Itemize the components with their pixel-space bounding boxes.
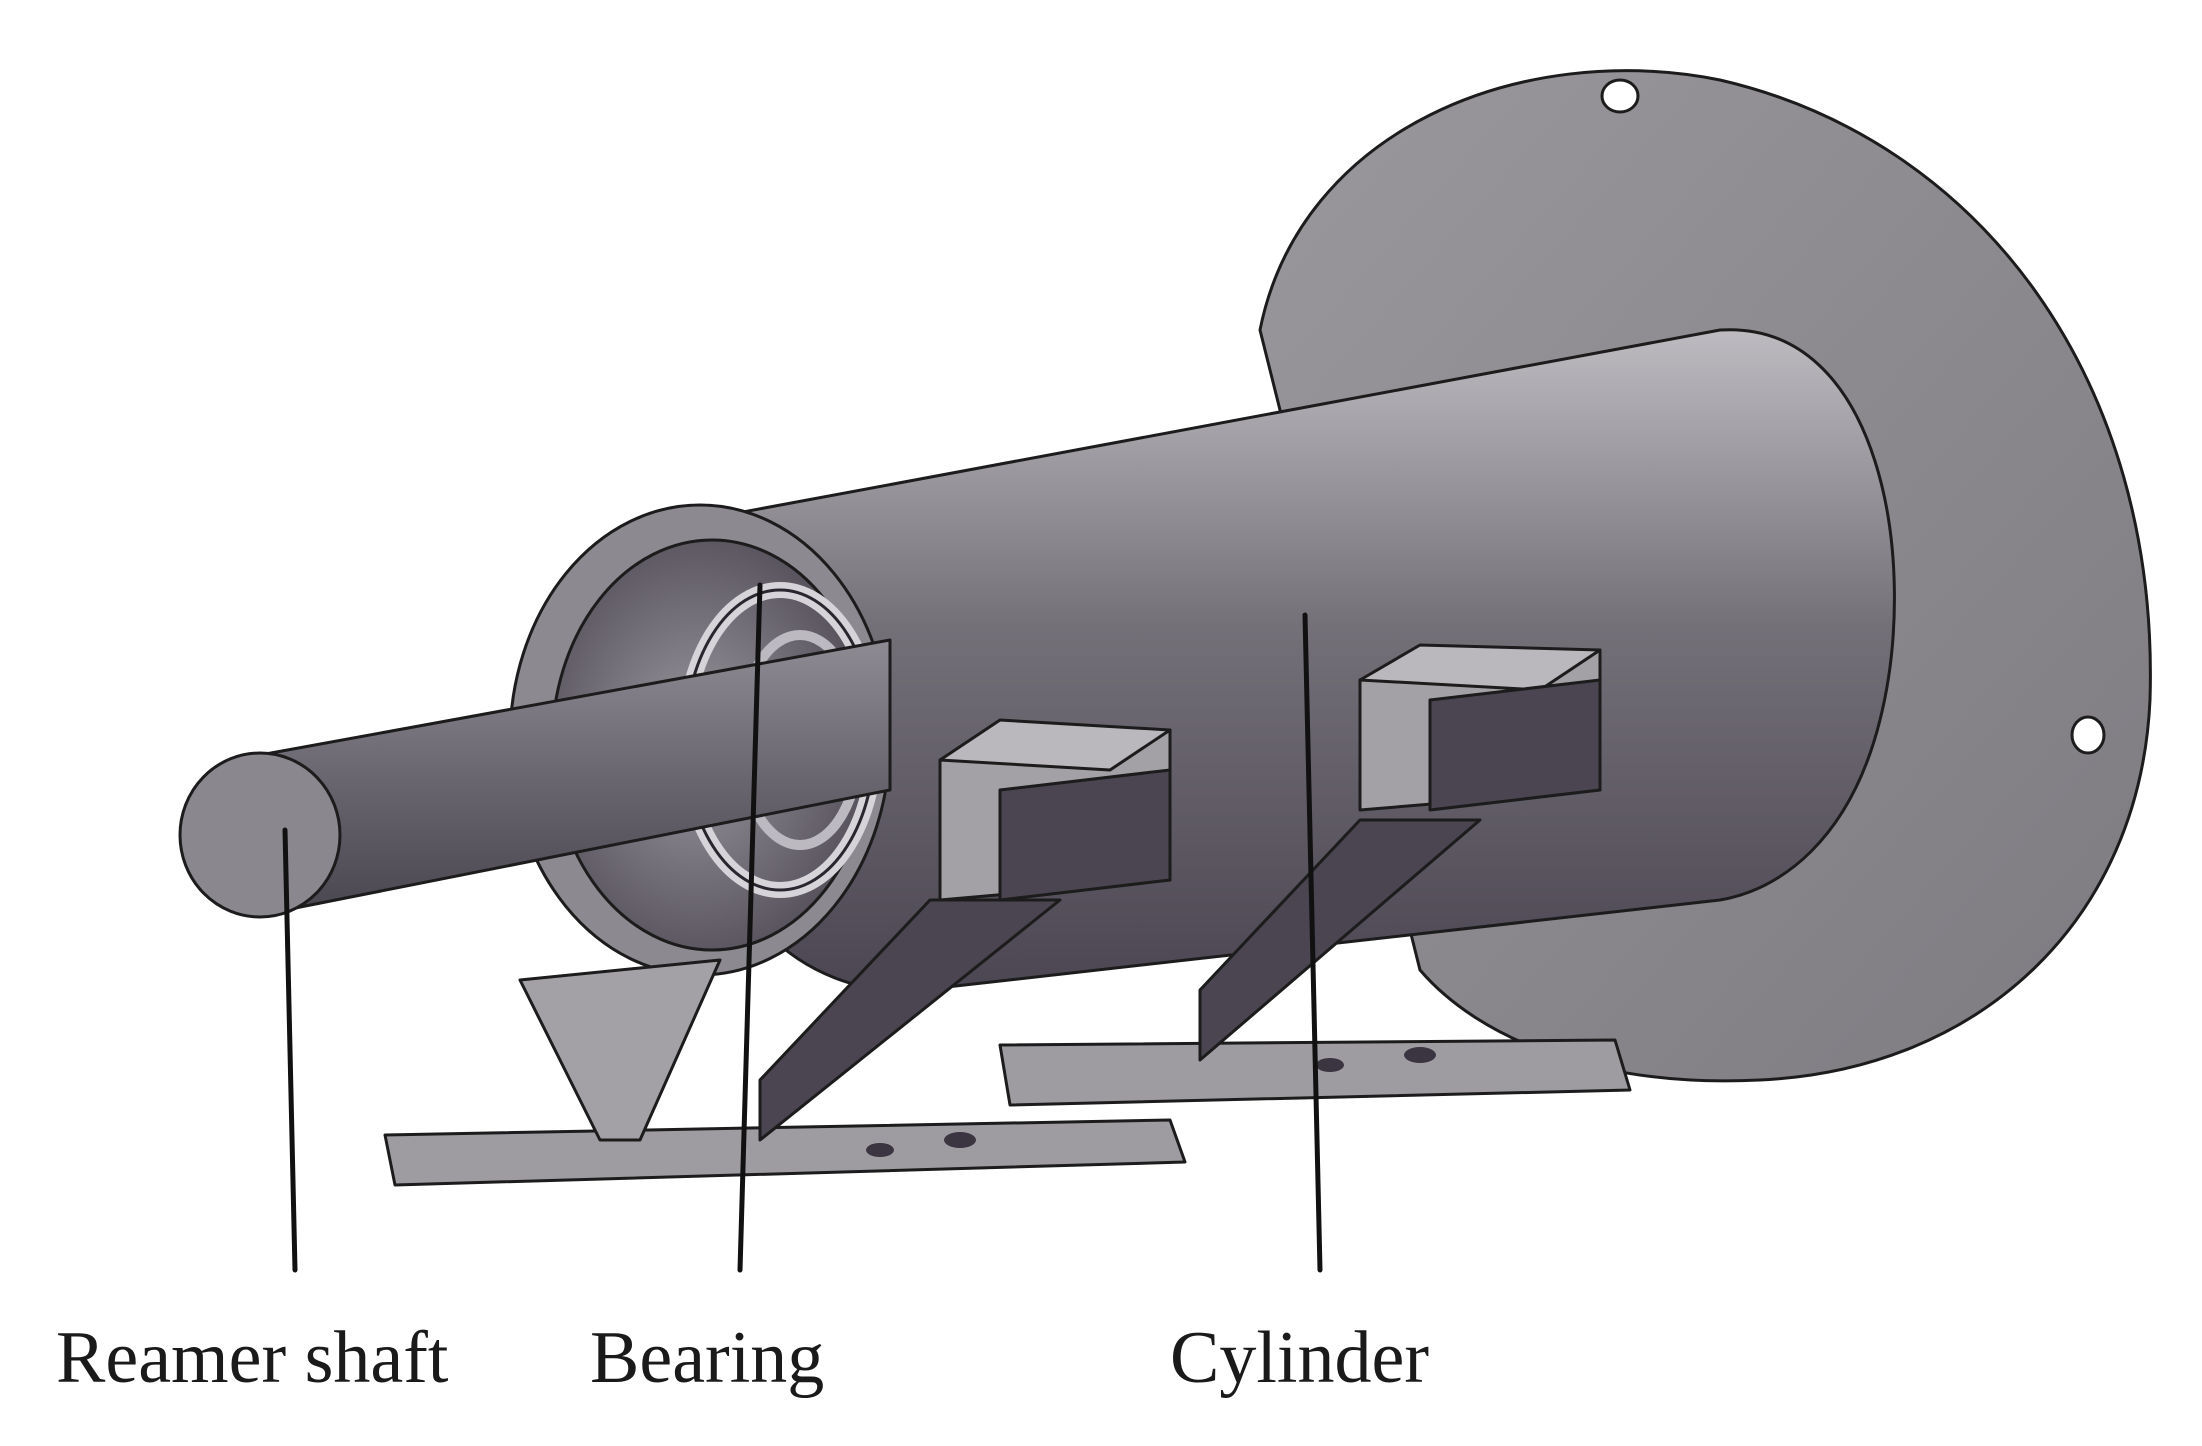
cylinder-leader bbox=[1302, 612, 1323, 1273]
reamer-shaft bbox=[178, 638, 892, 919]
cylinder-body bbox=[508, 328, 1896, 993]
front-support-bracket bbox=[518, 718, 1172, 1142]
rear-support-bracket bbox=[1198, 643, 1602, 1062]
cylinder-label: Cylinder bbox=[1170, 1317, 1429, 1399]
reamer-shaft-leader bbox=[282, 827, 298, 1273]
reamer-shaft-end-face bbox=[178, 751, 342, 919]
bearing-label: Bearing bbox=[590, 1317, 824, 1399]
reamer-shaft-label: Reamer shaft bbox=[56, 1317, 449, 1399]
bearing-leader bbox=[737, 582, 763, 1273]
flange-bolt-hole-right bbox=[2070, 715, 2106, 755]
flange-bolt-hole-top bbox=[1600, 78, 1640, 114]
